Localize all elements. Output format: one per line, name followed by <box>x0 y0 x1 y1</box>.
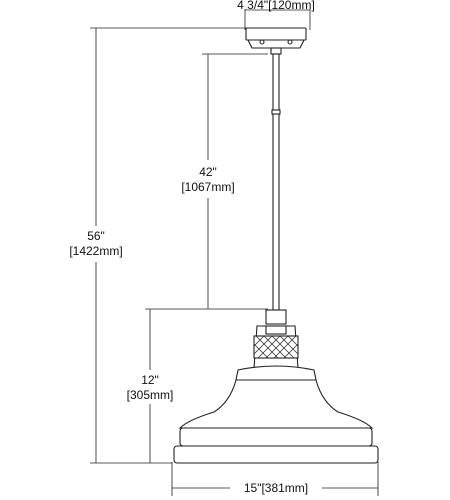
shade-width-label: 15"[381mm] <box>244 481 308 495</box>
canopy-body <box>247 39 305 49</box>
shade-height-label-in: 12" <box>141 373 159 387</box>
overall-height-dimension: 56" [1422mm] <box>69 27 246 464</box>
shade-width-dimension: 15"[381mm] <box>171 462 379 496</box>
stem-length-label-mm: [1067mm] <box>181 180 234 194</box>
shade-body <box>178 379 374 429</box>
cage-band <box>253 335 299 359</box>
canopy-nipple <box>270 47 282 55</box>
shade-top-rim <box>235 365 317 381</box>
shade-height-dimension: 12" [305mm] <box>127 308 268 463</box>
socket-collar <box>265 325 287 335</box>
shade-rim-lower <box>173 445 379 464</box>
socket-cap <box>265 309 287 325</box>
shade-height-label-mm: [305mm] <box>127 388 174 402</box>
stem <box>271 53 281 311</box>
canopy-width-label-bg <box>240 0 312 9</box>
canopy-plate <box>245 27 307 41</box>
shade-rim-upper <box>179 427 373 447</box>
overall-height-label-mm: [1422mm] <box>69 244 122 258</box>
canopy-screw-left <box>259 39 265 45</box>
overall-height-label-in: 56" <box>87 229 105 243</box>
stem-length-label-in: 42" <box>199 165 217 179</box>
stem-rod <box>272 53 280 311</box>
canopy-width-label: 4 3/4"[120mm] <box>237 0 315 12</box>
stem-length-dimension: 42" [1067mm] <box>181 53 268 309</box>
stem-coupling <box>271 109 281 115</box>
shade <box>173 365 379 464</box>
canopy-width-dimension: 4 3/4"[120mm] <box>237 0 315 30</box>
socket-cage <box>253 309 299 369</box>
canopy-screw-right <box>287 39 293 45</box>
cage-mesh <box>253 335 299 359</box>
canopy <box>245 27 307 55</box>
